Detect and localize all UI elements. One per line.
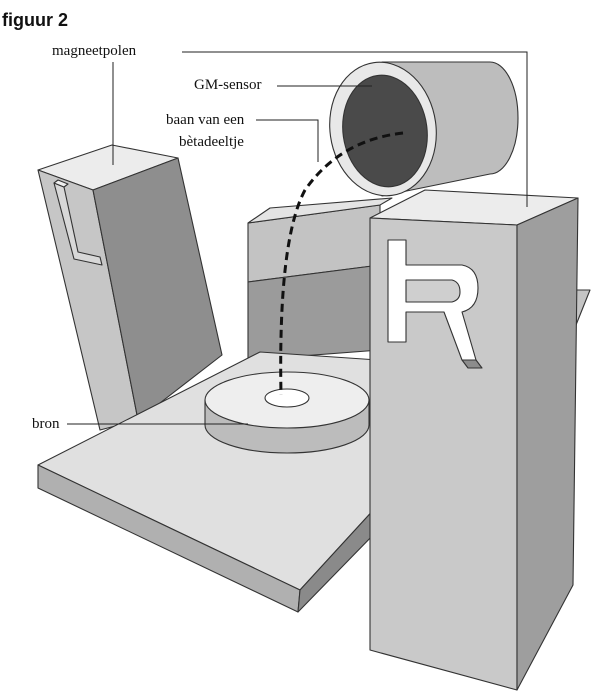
left-pole-letter-text: L [0, 0, 1, 1]
source-disk [204, 371, 370, 454]
right-magnet-pole: R [0, 0, 579, 691]
leader-beta-path [256, 119, 319, 162]
left-magnet-pole: L [0, 0, 223, 431]
label-magneetpolen: magneetpolen [52, 43, 137, 59]
left-pole-letter: L [0, 0, 103, 266]
sensor-window [342, 74, 428, 188]
right-pole-letter: R [0, 0, 483, 369]
beta-particle-path [279, 131, 404, 396]
label-bron: bron [32, 416, 60, 432]
right-pole-letter-text: R [0, 0, 1, 1]
gm-sensor-tube [329, 61, 519, 197]
label-gm-sensor: GM-sensor [194, 77, 262, 93]
figure-title: figuur 2 [2, 10, 68, 30]
leader-magneetpolen [182, 51, 528, 207]
label-beta-path-1: baan van een [166, 112, 245, 128]
label-beta-path-2: bètadeeltje [179, 134, 244, 150]
